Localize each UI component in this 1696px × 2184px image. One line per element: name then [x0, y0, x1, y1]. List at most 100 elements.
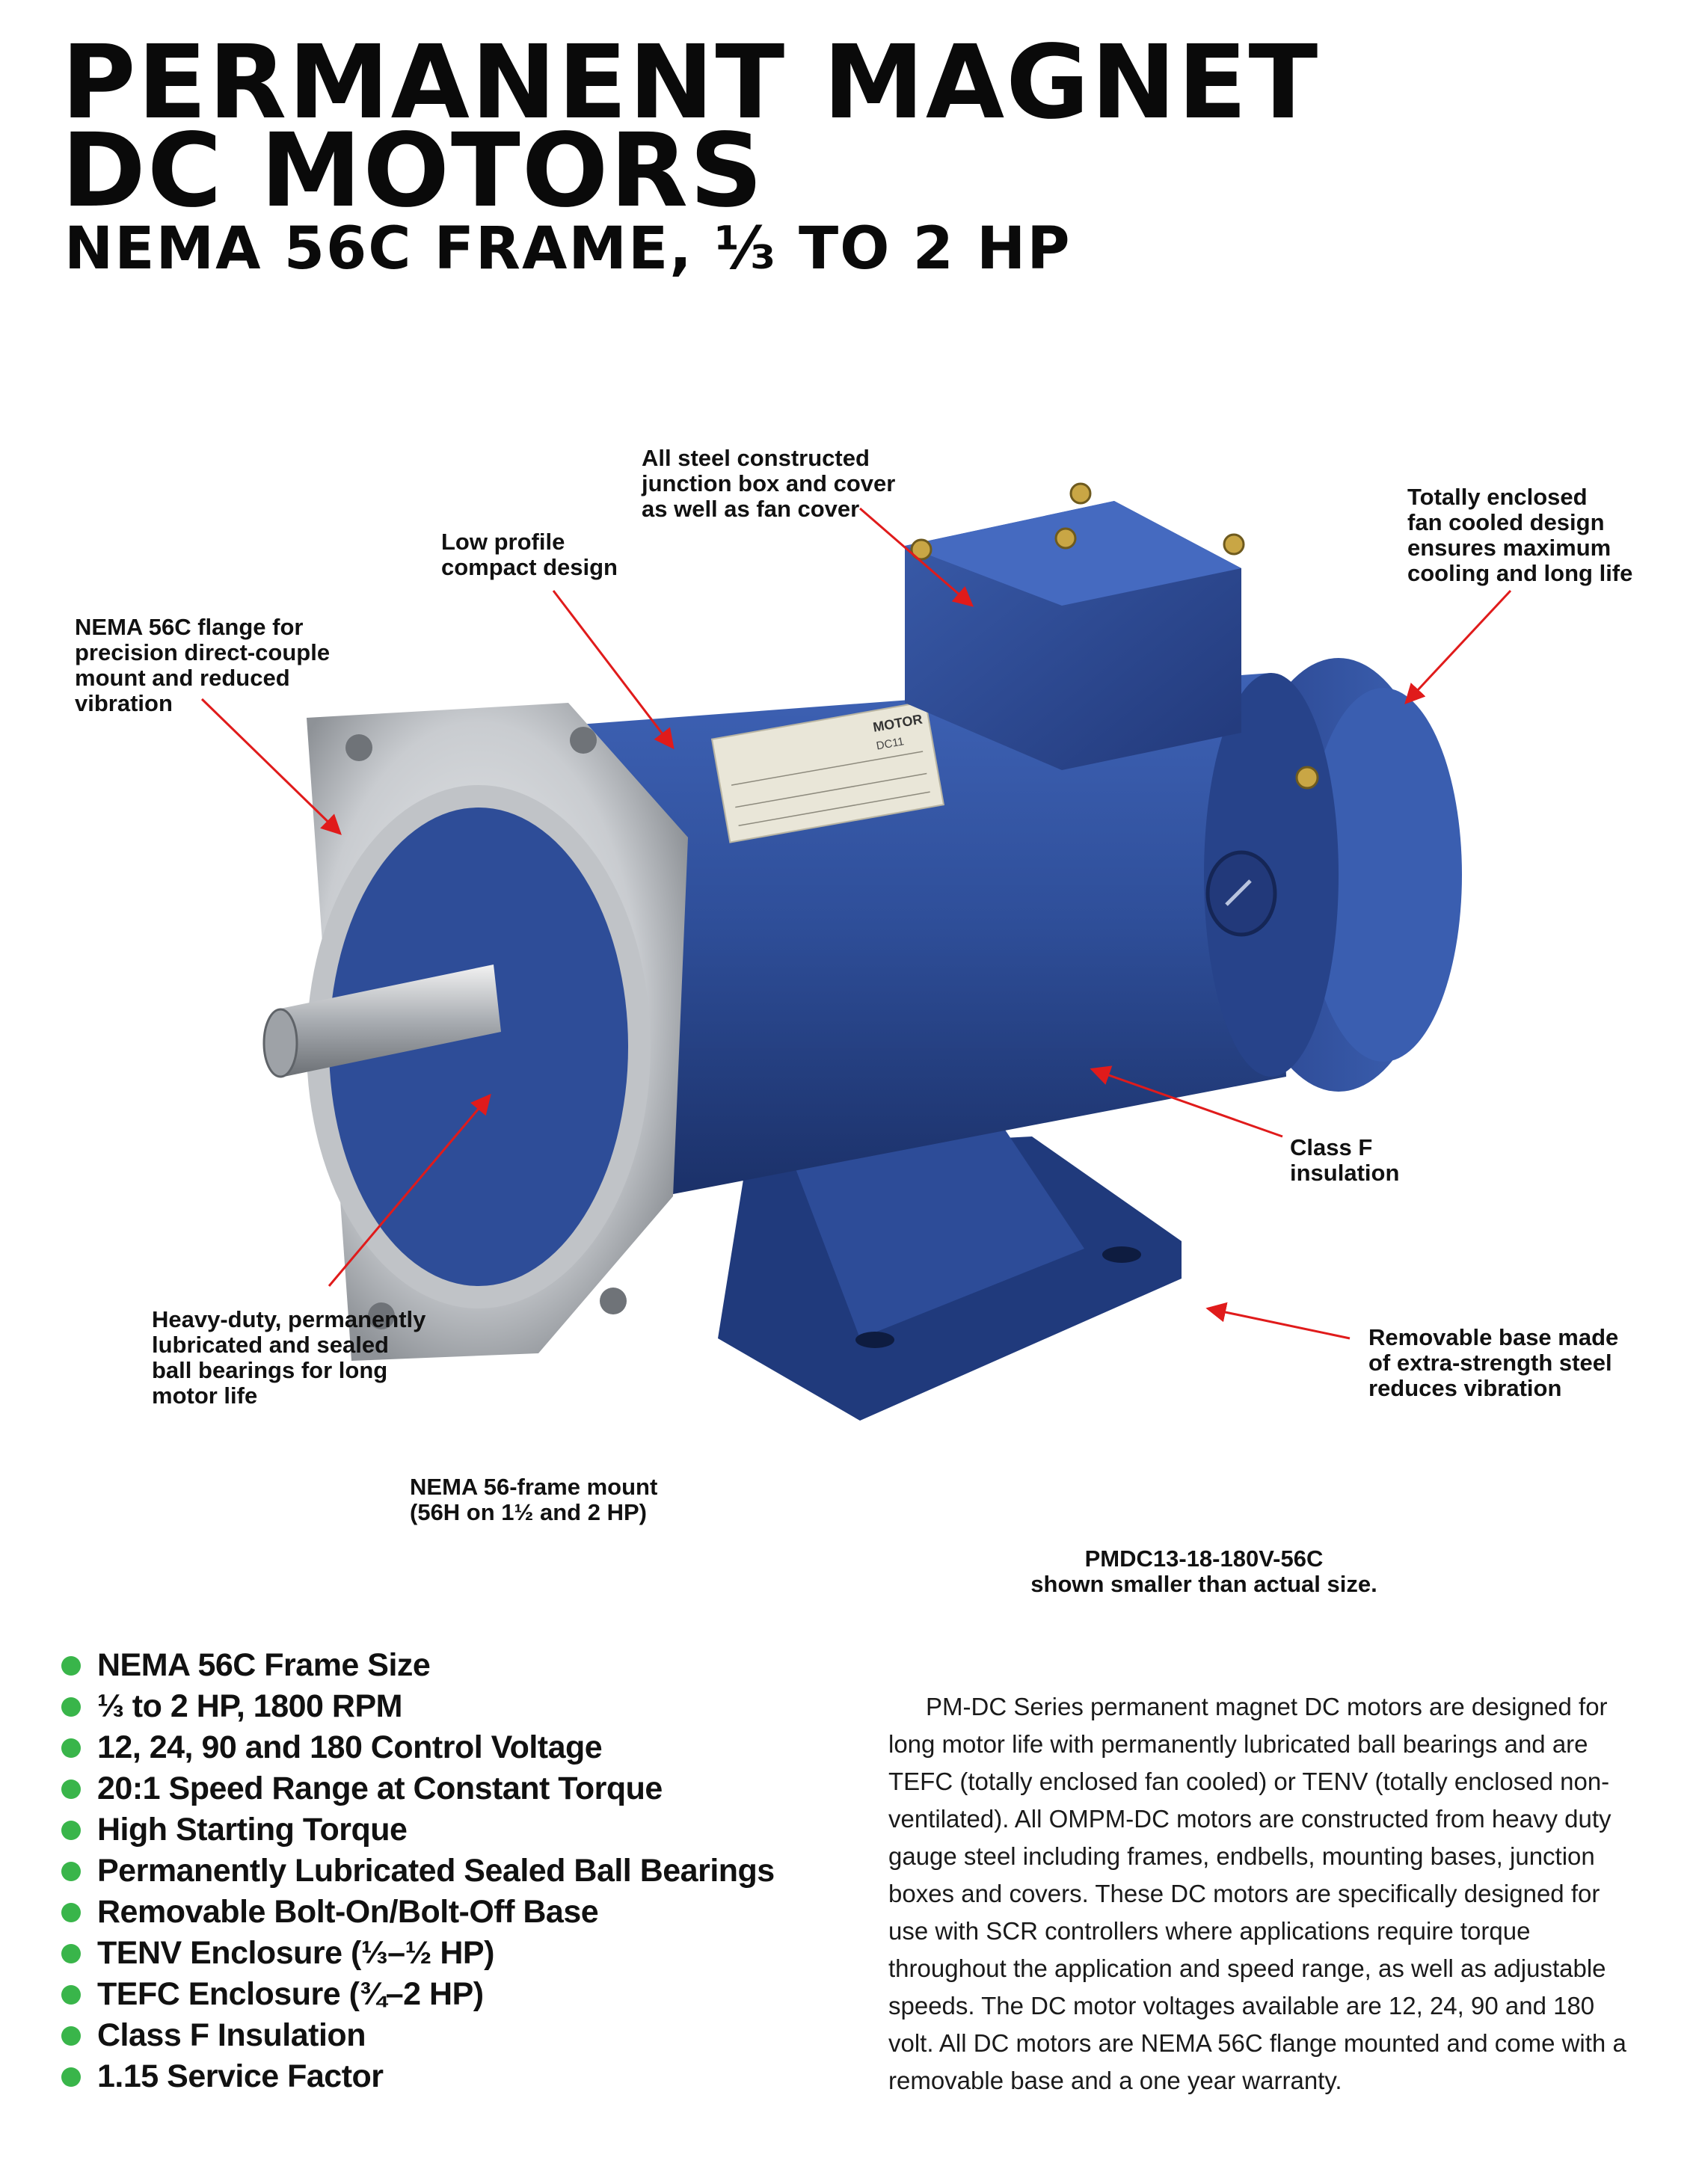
motor-shaft — [277, 965, 501, 1077]
cover-screw — [1054, 527, 1077, 550]
callout-fan-cooled: Totally enclosed fan cooled design ensur… — [1407, 485, 1632, 586]
callout-low-profile: Low profile compact design — [441, 529, 618, 580]
page-subtitle: NEMA 56C FRAME, ⅓ TO 2 HP — [64, 215, 1072, 283]
arrow-flange — [200, 698, 342, 835]
callout-line: Totally enclosed — [1407, 484, 1588, 510]
callout-base: Removable base made of extra-strength st… — [1368, 1325, 1618, 1401]
fan-cover-face — [1305, 688, 1462, 1062]
base-foot — [778, 1114, 1084, 1338]
cover-screw — [910, 538, 933, 561]
callout-line: mount and reduced — [75, 665, 290, 691]
model-number: PMDC13-18-180V-56C — [1084, 1545, 1324, 1572]
feature-text: 12, 24, 90 and 180 Control Voltage — [97, 1729, 603, 1765]
bullet-icon — [61, 1943, 81, 1963]
bullet-icon — [61, 1697, 81, 1717]
bullet-icon — [61, 1902, 81, 1922]
feature-item: 12, 24, 90 and 180 Control Voltage — [61, 1727, 775, 1768]
callout-line: NEMA 56-frame mount — [410, 1474, 658, 1500]
feature-item: Permanently Lubricated Sealed Ball Beari… — [61, 1851, 775, 1892]
arrow-bearings — [328, 1093, 491, 1287]
flange-bolt-hole — [600, 1288, 627, 1314]
feature-text: 20:1 Speed Range at Constant Torque — [97, 1771, 663, 1806]
feature-item: High Starting Torque — [61, 1809, 775, 1851]
feature-text: Class F Insulation — [97, 2017, 366, 2053]
feature-text: High Starting Torque — [97, 1812, 408, 1848]
flange-bolt-hole — [368, 1302, 395, 1329]
callout-line: as well as fan cover — [642, 496, 860, 522]
callout-line: Removable base made — [1368, 1324, 1619, 1350]
feature-item: ⅓ to 2 HP, 1800 RPM — [61, 1686, 775, 1727]
feature-text: NEMA 56C Frame Size — [97, 1647, 431, 1683]
callout-line: vibration — [75, 690, 173, 716]
bullet-icon — [61, 2067, 81, 2087]
callout-line: of extra-strength steel — [1368, 1350, 1612, 1376]
page-title: PERMANENT MAGNET DC MOTORS — [61, 32, 1319, 222]
grounding-screw — [1295, 766, 1319, 790]
nameplate-model: DC11 — [876, 735, 906, 752]
arrow-fan-cooled — [1404, 589, 1512, 704]
callout-arrows — [200, 507, 1512, 1340]
feature-item: 20:1 Speed Range at Constant Torque — [61, 1768, 775, 1809]
bullet-icon — [61, 1820, 81, 1840]
feature-list: NEMA 56C Frame Size ⅓ to 2 HP, 1800 RPM … — [61, 1645, 775, 2097]
callout-frame-mount: NEMA 56-frame mount (56H on 1½ and 2 HP) — [410, 1474, 657, 1525]
callout-line: ensures maximum — [1407, 535, 1611, 561]
nameplate: MOTOR DC11 — [710, 701, 945, 843]
feature-text: 1.15 Service Factor — [97, 2058, 384, 2094]
callout-bearings: Heavy-duty, permanently lubricated and s… — [152, 1307, 425, 1409]
callout-flange: NEMA 56C flange for precision direct-cou… — [75, 615, 330, 716]
callout-line: Class F — [1290, 1134, 1373, 1160]
callout-line: precision direct-couple — [75, 639, 331, 665]
callout-line: ball bearings for long — [152, 1357, 388, 1383]
callout-line: NEMA 56C flange for — [75, 614, 304, 640]
feature-text: Permanently Lubricated Sealed Ball Beari… — [97, 1853, 775, 1889]
size-note: shown smaller than actual size. — [1030, 1571, 1377, 1597]
callout-line: Heavy-duty, permanently — [152, 1306, 426, 1332]
motor-figure: MOTOR DC11 — [0, 419, 1696, 1597]
callout-line: junction box and cover — [642, 470, 896, 496]
callout-line: All steel constructed — [642, 445, 870, 471]
feature-item: 1.15 Service Factor — [61, 2056, 775, 2097]
feature-text: ⅓ to 2 HP, 1800 RPM — [97, 1688, 402, 1724]
product-description: PM-DC Series permanent magnet DC motors … — [888, 1693, 1626, 2094]
flange-bolt-hole — [570, 727, 597, 754]
feature-item: Class F Insulation — [61, 2015, 775, 2056]
motor-illustration: MOTOR DC11 — [200, 482, 1512, 1421]
callout-line: reduces vibration — [1368, 1375, 1562, 1401]
base-bolt-hole — [855, 1332, 894, 1348]
title-line-2: DC MOTORS — [61, 112, 765, 230]
shaft-end — [262, 1008, 298, 1078]
callout-line: cooling and long life — [1407, 560, 1633, 586]
cover-screw — [1069, 482, 1092, 505]
arrow-junction-box — [859, 507, 974, 607]
bullet-icon — [61, 1861, 81, 1881]
title-line-1: PERMANENT MAGNET — [61, 24, 1320, 142]
arrow-insulation — [1090, 1065, 1283, 1138]
bullet-icon — [61, 1779, 81, 1799]
bullet-icon — [61, 1984, 81, 2005]
callout-junction-box: All steel constructed junction box and c… — [642, 446, 895, 522]
callout-line: insulation — [1290, 1160, 1400, 1186]
model-caption: PMDC13-18-180V-56C shown smaller than ac… — [1017, 1546, 1391, 1597]
conduit-plug-slot — [1225, 879, 1252, 906]
bullet-icon — [61, 1655, 81, 1676]
feature-item: Removable Bolt-On/Bolt-Off Base — [61, 1892, 775, 1933]
callout-line: motor life — [152, 1382, 258, 1409]
feature-item: TEFC Enclosure (¾–2 HP) — [61, 1974, 775, 2015]
flange-face — [329, 808, 628, 1286]
callout-line: Low profile — [441, 529, 565, 555]
feature-text: TENV Enclosure (⅓–½ HP) — [97, 1935, 494, 1971]
callout-line: (56H on 1½ and 2 HP) — [410, 1499, 647, 1525]
feature-item: NEMA 56C Frame Size — [61, 1645, 775, 1686]
callout-line: compact design — [441, 554, 618, 580]
arrow-low-profile — [552, 590, 675, 750]
callout-line: lubricated and sealed — [152, 1332, 389, 1358]
junction-box-cover — [905, 501, 1241, 606]
bullet-icon — [61, 2025, 81, 2046]
base-bolt-hole — [1102, 1246, 1141, 1263]
feature-text: TEFC Enclosure (¾–2 HP) — [97, 1976, 484, 2012]
conduit-plug — [1205, 850, 1277, 937]
cover-screw — [1223, 533, 1245, 556]
bullet-icon — [61, 1738, 81, 1758]
feature-item: TENV Enclosure (⅓–½ HP) — [61, 1933, 775, 1974]
